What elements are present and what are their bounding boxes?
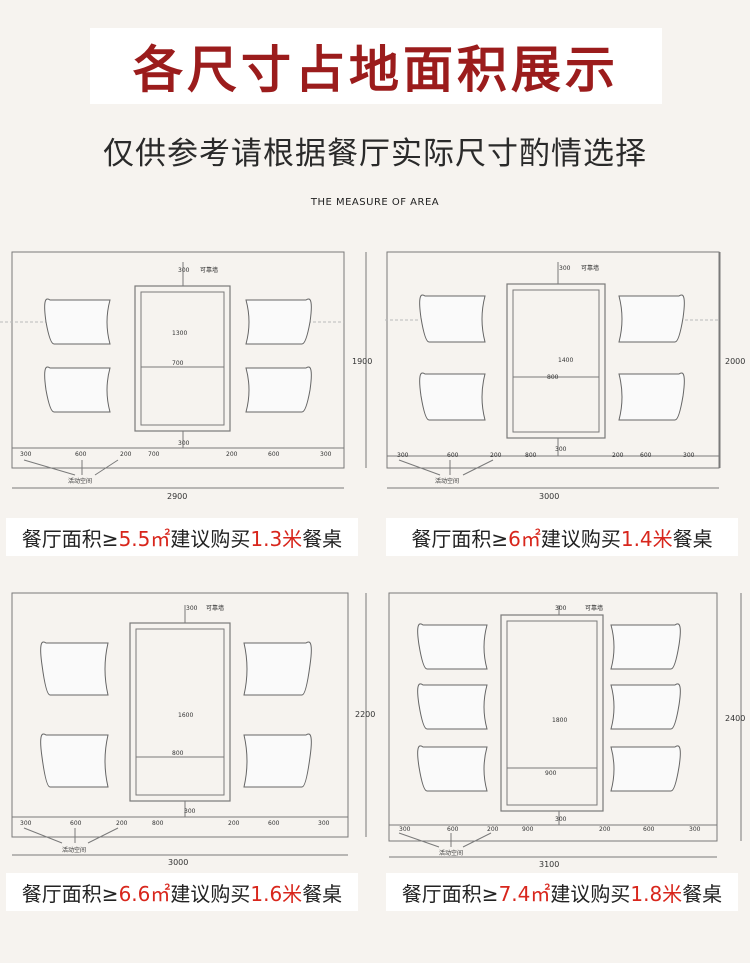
- caption-middle: 建议购买: [540, 526, 621, 551]
- dim-label: 200: [228, 820, 240, 827]
- room-outline: [11, 251, 345, 469]
- top-clearance-label: 300: [178, 267, 190, 274]
- caption-suffix: 餐桌: [302, 881, 343, 906]
- caption-suffix: 餐桌: [682, 881, 723, 906]
- caption-size: 1.8米: [630, 881, 683, 906]
- caption-prefix: 餐厅面积≥: [411, 526, 509, 551]
- dim-label: 300: [399, 826, 411, 833]
- caption-middle: 建议购买: [170, 526, 251, 551]
- table-length-label: 1600: [178, 712, 193, 719]
- dim-label: 600: [70, 820, 82, 827]
- dim-label: 300: [320, 451, 332, 458]
- activity-space-label: 活动空间: [62, 846, 86, 854]
- table-width-label: 700: [172, 360, 184, 367]
- bottom-clearance-label: 300: [555, 816, 567, 823]
- dim-label: 300: [20, 820, 32, 827]
- activity-space-label: 活动空间: [435, 477, 459, 485]
- dim-label: 600: [268, 820, 280, 827]
- dim-label: 200: [487, 826, 499, 833]
- dim-label: 600: [447, 452, 459, 459]
- dim-label: 600: [75, 451, 87, 458]
- caption-size: 1.4米: [620, 526, 673, 551]
- top-clearance-label: 300: [555, 605, 567, 612]
- plan-1-drawing: 300 可靠墙 1300 700 300 300 600 200 700 200…: [0, 251, 372, 501]
- caption-prefix: 餐厅面积≥: [401, 881, 499, 906]
- activity-space-label: 活动空间: [439, 849, 463, 857]
- plan-4-drawing: 300 可靠墙 1800 900 300 300 600 200 900 200…: [388, 592, 745, 869]
- dim-label: 300: [20, 451, 32, 458]
- dim-label: 700: [148, 451, 160, 458]
- caption-suffix: 餐桌: [302, 526, 343, 551]
- dim-label: 900: [522, 826, 534, 833]
- top-clearance-label: 300: [559, 265, 571, 272]
- floor-plan-4: 300 可靠墙 1800 900 300 300 600 200 900 200…: [375, 585, 750, 900]
- dim-label: 600: [447, 826, 459, 833]
- caption-area: 7.4㎡: [498, 881, 551, 906]
- dim-label: 800: [525, 452, 537, 459]
- dim-label: 300: [318, 820, 330, 827]
- caption-area: 6.6㎡: [118, 881, 171, 906]
- caption-area: 5.5㎡: [118, 526, 171, 551]
- activity-space-label: 活动空间: [68, 477, 92, 485]
- room-width-label: 3100: [539, 860, 559, 869]
- bottom-clearance-label: 300: [178, 440, 190, 447]
- caption-size: 1.6米: [250, 881, 303, 906]
- table-width-label: 800: [547, 374, 559, 381]
- bottom-clearance-label: 300: [555, 446, 567, 453]
- room-height-label: 2200: [355, 710, 375, 719]
- table-width-label: 900: [545, 770, 557, 777]
- caption-middle: 建议购买: [170, 881, 251, 906]
- dim-label: 200: [490, 452, 502, 459]
- dim-label: 200: [612, 452, 624, 459]
- dim-label: 800: [152, 820, 164, 827]
- dim-label: 600: [268, 451, 280, 458]
- plan-2-drawing: 300 可靠墙 1400 800 300 300 600 200 800 200…: [385, 251, 745, 501]
- title-band: 各尺寸占地面积展示: [90, 28, 662, 104]
- caption-size: 1.3米: [250, 526, 303, 551]
- caption-middle: 建议购买: [550, 881, 631, 906]
- dim-label: 200: [116, 820, 128, 827]
- room-height-label: 2000: [725, 357, 745, 366]
- dim-label: 600: [640, 452, 652, 459]
- room-height-label: 2400: [725, 714, 745, 723]
- dim-label: 300: [397, 452, 409, 459]
- room-width-label: 3000: [539, 492, 559, 501]
- room-width-label: 2900: [167, 492, 187, 501]
- dim-label: 300: [683, 452, 695, 459]
- dim-label: 200: [599, 826, 611, 833]
- wall-label: 可靠墙: [585, 604, 603, 612]
- dim-label: 200: [120, 451, 132, 458]
- dim-label: 200: [226, 451, 238, 458]
- measure-label: THE MEASURE OF AREA: [310, 197, 440, 208]
- table-length-label: 1400: [558, 357, 573, 364]
- room-height-label: 1900: [352, 357, 372, 366]
- page-subtitle: 仅供参考请根据餐厅实际尺寸酌情选择: [103, 136, 647, 172]
- wall-label: 可靠墙: [581, 264, 599, 272]
- dim-label: 600: [643, 826, 655, 833]
- caption-prefix: 餐厅面积≥: [21, 526, 119, 551]
- caption-prefix: 餐厅面积≥: [21, 881, 119, 906]
- caption-area: 6㎡: [508, 526, 541, 551]
- table-length-label: 1800: [552, 717, 567, 724]
- dim-label: 300: [689, 826, 701, 833]
- wall-label: 可靠墙: [206, 604, 224, 612]
- wall-label: 可靠墙: [200, 266, 218, 274]
- room-width-label: 3000: [168, 858, 188, 867]
- top-clearance-label: 300: [186, 605, 198, 612]
- floor-plan-1: 300 可靠墙 1300 700 300 300 600 200 700 200…: [0, 240, 375, 555]
- table-length-label: 1300: [172, 330, 187, 337]
- caption-suffix: 餐桌: [672, 526, 713, 551]
- plan-3-drawing: 300 可靠墙 1600 800 300 300 600 200 800 200…: [11, 592, 375, 867]
- floor-plan-2: 300 可靠墙 1400 800 300 300 600 200 800 200…: [375, 240, 750, 555]
- table-width-label: 800: [172, 750, 184, 757]
- floor-plan-3: 300 可靠墙 1600 800 300 300 600 200 800 200…: [0, 585, 375, 900]
- bottom-clearance-label: 300: [184, 808, 196, 815]
- page-title: 各尺寸占地面积展示: [133, 41, 619, 99]
